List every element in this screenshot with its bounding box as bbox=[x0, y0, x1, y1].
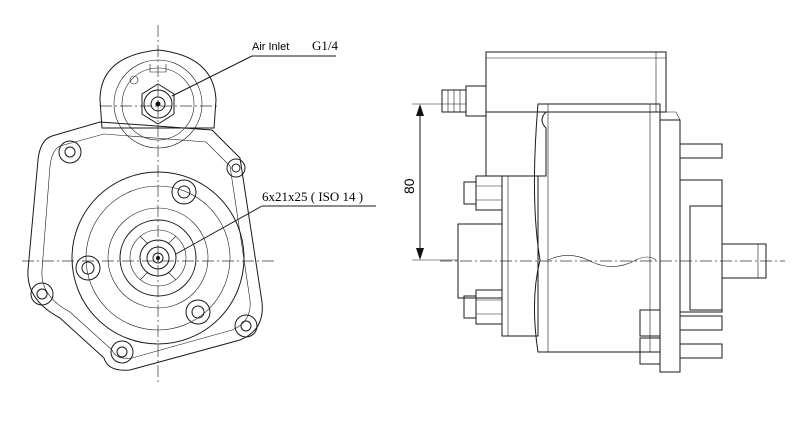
spline-key-marks bbox=[139, 235, 177, 281]
upper-flange-bolt bbox=[463, 175, 503, 211]
air-inlet-fitting-core bbox=[155, 101, 161, 107]
rear-cap-bracket bbox=[660, 111, 681, 121]
front-view: Air Inlet G1/4 6x21x25 ( ISO 14 ) bbox=[22, 25, 376, 385]
dimension-arrow-top bbox=[416, 104, 424, 116]
mounting-hole-left-top bbox=[58, 140, 82, 164]
main-body-ring-3 bbox=[107, 207, 209, 309]
mounting-flange-outline bbox=[27, 121, 263, 371]
mounting-hole-right-top bbox=[226, 158, 246, 178]
side-view: 80 bbox=[401, 51, 785, 373]
mounting-hole-lower-right bbox=[185, 299, 211, 325]
air-inlet-leader-line bbox=[171, 55, 253, 97]
rear-bearing-hub bbox=[689, 205, 723, 311]
top-housing-ring-inner bbox=[121, 67, 195, 141]
rear-stud-top bbox=[679, 143, 723, 159]
side-flange-plate bbox=[501, 175, 539, 337]
spline-leader-line bbox=[175, 205, 263, 255]
dimension-80-label: 80 bbox=[401, 178, 417, 194]
rear-stud-lower-1 bbox=[679, 315, 723, 331]
air-inlet-fitting-ring bbox=[143, 89, 173, 119]
output-shaft-outer bbox=[139, 239, 177, 277]
motor-body-wave-line bbox=[547, 255, 657, 267]
top-housing-outline bbox=[99, 49, 217, 129]
thread-size-label: G1/4 bbox=[312, 38, 339, 53]
output-shaft-spline bbox=[146, 246, 170, 270]
rear-end-cap bbox=[659, 119, 681, 373]
dimension-arrow-bottom bbox=[416, 248, 424, 260]
mounting-hole-upper-center bbox=[171, 179, 197, 205]
mounting-hole-left-mid bbox=[75, 255, 101, 281]
dimension-80: 80 bbox=[401, 103, 466, 261]
rear-stud-nut-2 bbox=[639, 337, 661, 365]
main-body-outer-ring bbox=[71, 171, 245, 345]
top-housing-ring-outer bbox=[113, 59, 203, 149]
mounting-flange-inner-outline bbox=[41, 133, 251, 359]
air-inlet-fitting-bore bbox=[150, 96, 166, 112]
top-housing-clip bbox=[149, 64, 167, 73]
mounting-hole-right-bottom bbox=[234, 314, 258, 338]
upper-housing-block bbox=[485, 111, 548, 177]
motor-cylinder-top bbox=[485, 51, 667, 113]
main-body-ring-5 bbox=[129, 229, 187, 287]
lower-flange-bolt bbox=[463, 289, 503, 325]
motor-main-body bbox=[533, 103, 661, 353]
output-shaft-core bbox=[156, 256, 160, 260]
output-shaft-bore bbox=[152, 252, 164, 264]
main-body-ring-2 bbox=[85, 185, 231, 331]
rear-cover bbox=[679, 179, 723, 313]
main-body-ring-4 bbox=[119, 219, 197, 297]
spline-spec-label: 6x21x25 ( ISO 14 ) bbox=[262, 189, 363, 204]
inlet-fitting-body bbox=[465, 85, 487, 117]
mounting-hole-bottom bbox=[110, 340, 134, 364]
mounting-hole-left-bottom bbox=[30, 282, 54, 306]
rear-stud-lower-2 bbox=[679, 343, 723, 359]
rear-stud-nut-1 bbox=[639, 309, 661, 337]
pilot-shaft bbox=[457, 223, 503, 299]
output-shaft-side bbox=[721, 243, 767, 279]
top-housing-screw bbox=[129, 75, 139, 85]
air-inlet-hex-nut bbox=[141, 83, 175, 125]
air-inlet-label: Air Inlet bbox=[252, 41, 289, 53]
